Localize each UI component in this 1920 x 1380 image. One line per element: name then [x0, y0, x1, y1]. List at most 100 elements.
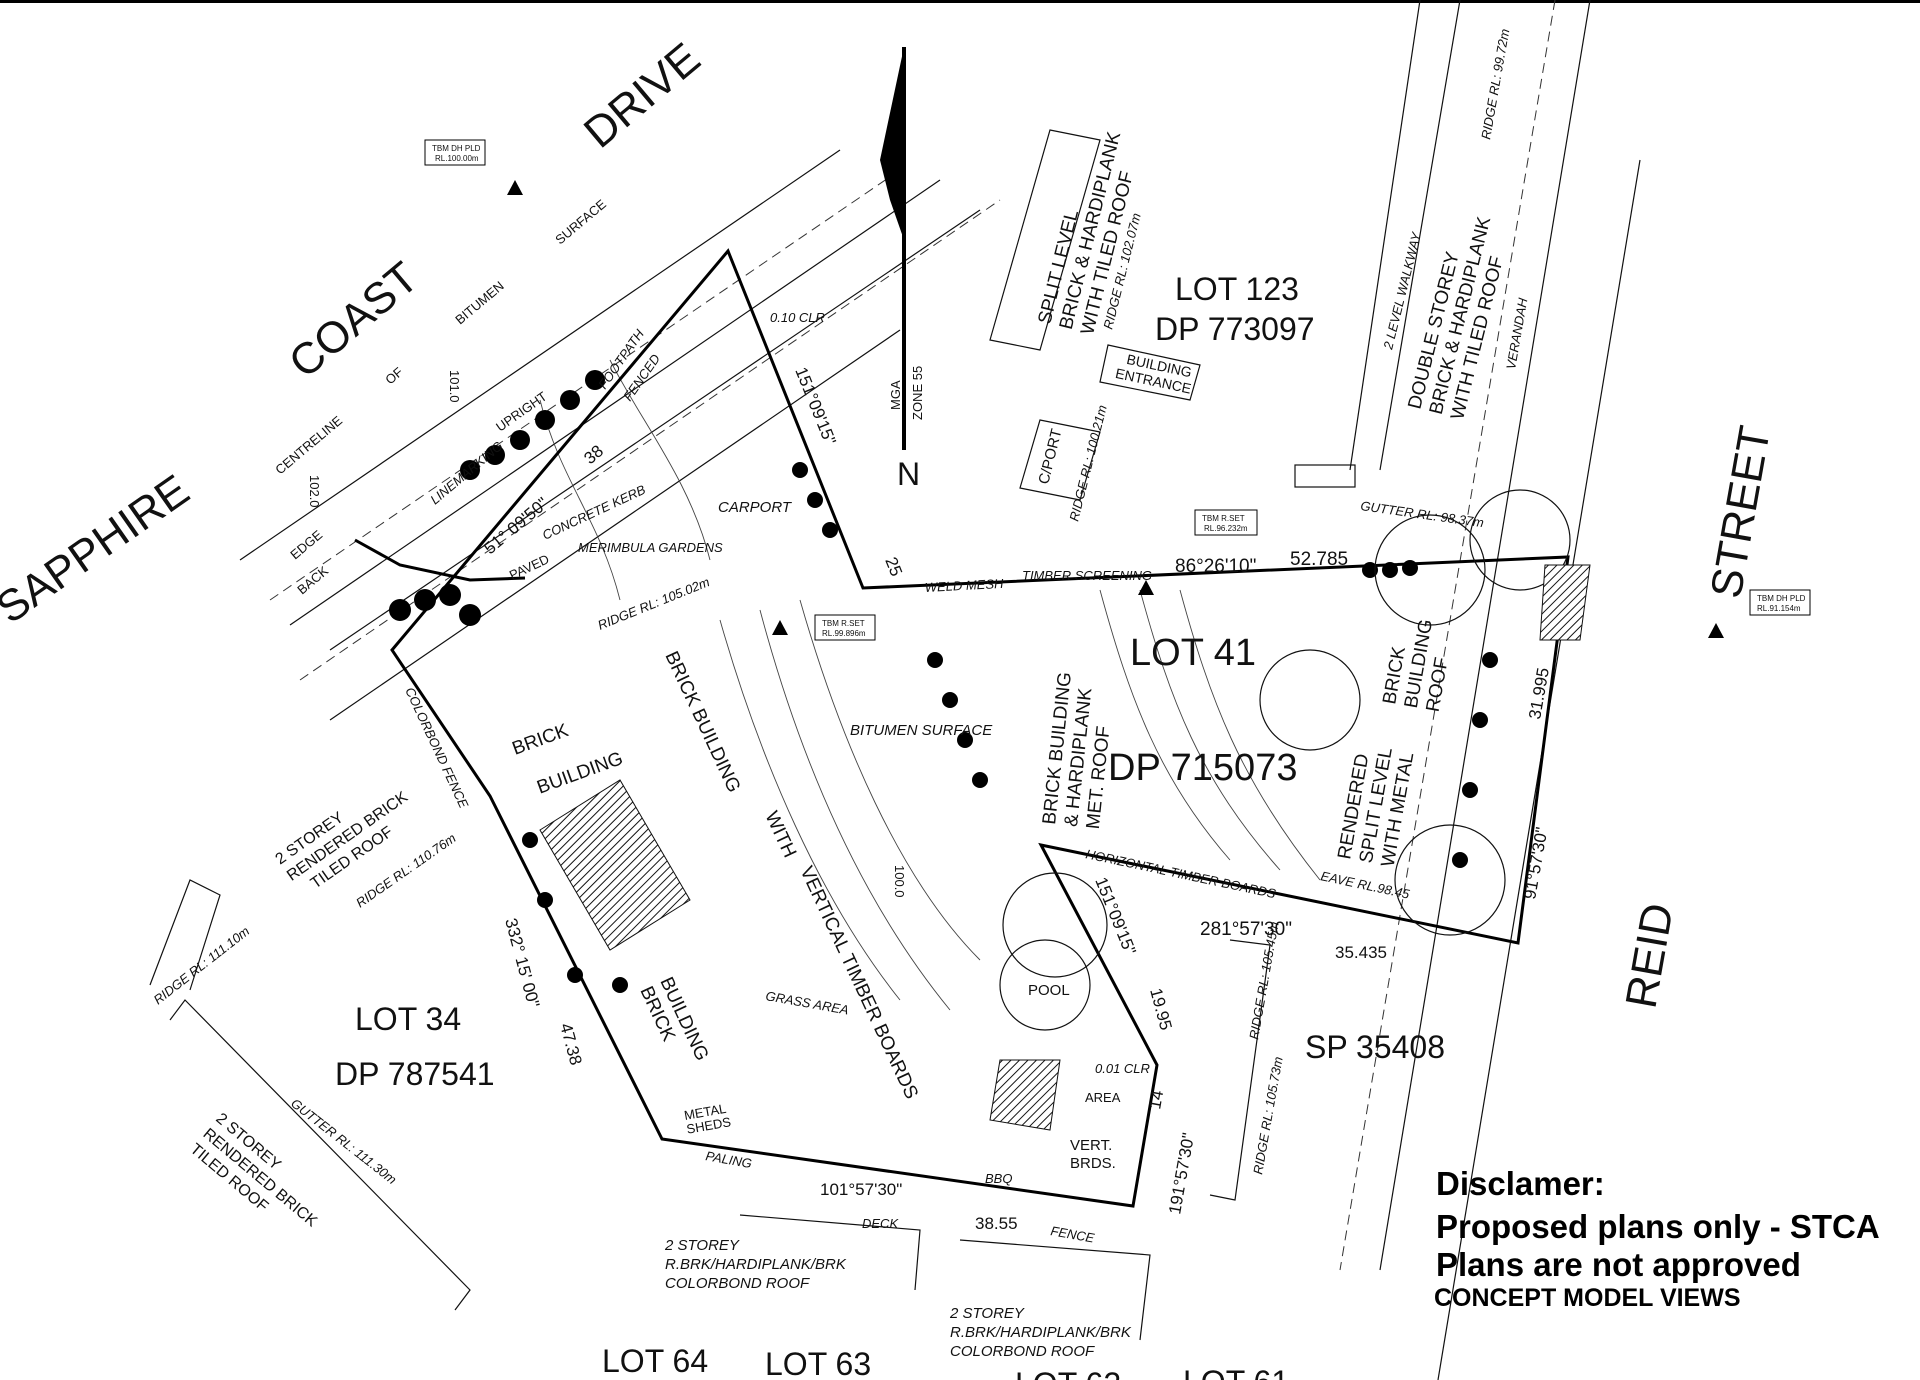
note-clr-001: 0.01 CLR — [1095, 1061, 1150, 1076]
tbm-3-line2: RL.99.896m — [822, 629, 866, 638]
paved-areas — [539, 564, 1591, 1131]
distance-north-boundary: 52.785 — [1290, 549, 1348, 570]
lot-61: LOT 61 — [1183, 1364, 1289, 1380]
mga-label: MGA — [888, 380, 903, 410]
sp-35408: SP 35408 — [1305, 1029, 1445, 1065]
note-contour-102: 102.0 — [307, 475, 322, 508]
note-grass-area: GRASS AREA — [764, 988, 849, 1017]
rbrka-line1: 2 STOREY — [664, 1237, 740, 1254]
note-contour-100: 100.0 — [892, 865, 907, 898]
note-two-level-walkway: 2 LEVEL WALKWAY — [1380, 230, 1424, 352]
disclaimer-line3: CONCEPT MODEL VIEWS — [1434, 1284, 1741, 1312]
road-coast: COAST — [280, 253, 428, 388]
note-ridge-100: RIDGE RL: 100.21m — [1066, 403, 1109, 522]
note-back: BACK — [294, 563, 331, 597]
lot-123: LOT 123 — [1175, 271, 1299, 307]
note-eave-rl: EAVE RL.98.45 — [1319, 868, 1411, 902]
rendered-split-label: RENDERED SPLIT LEVEL WITH METAL — [1334, 746, 1418, 869]
dp-787541: DP 787541 — [335, 1056, 495, 1092]
bearing-north-boundary: 86°26'10" — [1175, 556, 1256, 577]
brick-building-low-label: BRICK BUILDING — [635, 974, 712, 1064]
lot-34: LOT 34 — [355, 1001, 461, 1037]
bbl-line1: BRICK — [510, 720, 572, 760]
bearing-west: 332° 15' 00" — [501, 916, 543, 1010]
dp-773097: DP 773097 — [1155, 311, 1315, 347]
pool-label: POOL — [1028, 982, 1070, 999]
distance-south-lot41: 35.435 — [1335, 943, 1387, 962]
top-frame-line — [0, 0, 1920, 3]
zone-label: ZONE 55 — [910, 366, 925, 420]
note-concrete-kerb: CONCRETE KERB — [540, 482, 648, 543]
tbm-1-line1: TBM DH PLD — [432, 144, 481, 153]
bwv-line2: WITH — [760, 808, 800, 861]
note-timber-screening: TIMBER SCREENING — [1022, 568, 1152, 583]
bwv-line1: BRICK BUILDING — [660, 648, 744, 796]
bwv-line3: VERTICAL TIMBER BOARDS — [795, 863, 921, 1102]
note-merimbula-gardens: MERIMBULA GARDENS — [578, 540, 723, 555]
tbm-4-line1: TBM DH PLD — [1757, 594, 1806, 603]
note-colorbond-fence: COLORBOND FENCE — [402, 685, 471, 811]
distance-west: 47.38 — [556, 1021, 585, 1067]
two-storey-rendered-b-label: 2 STOREY RENDERED BRICK TILED ROOF — [187, 1110, 321, 1231]
road-street: STREET — [1702, 422, 1780, 601]
brick-hardiplank-label: BRICK BUILDING & HARDIPLANK MET. ROOF — [1039, 671, 1114, 830]
road-drive: DRIVE — [575, 34, 710, 158]
disclaimer-block: Disclamer: Proposed plans only - STCA Pl… — [1434, 1165, 1880, 1312]
two-storey-rbrk-a-label: 2 STOREY R.BRK/HARDIPLANK/BRK COLORBOND … — [664, 1237, 847, 1292]
tbm-3-line1: TBM R.SET — [822, 619, 865, 628]
lot-62: LOT 62 — [1015, 1366, 1121, 1380]
bearing-rear: 101°57'30" — [820, 1180, 902, 1199]
building-entrance-label: BUILDING ENTRANCE — [1114, 351, 1193, 397]
tbm-marker-4: TBM DH PLD RL.91.154m — [1708, 589, 1811, 638]
distance-front: 38 — [580, 441, 607, 468]
vert-brds-line1: VERT. — [1070, 1137, 1112, 1154]
road-reid: REID — [1617, 900, 1684, 1012]
hedge-trees — [389, 370, 1498, 993]
two-storey-rbrk-b-label: 2 STOREY R.BRK/HARDIPLANK/BRK COLORBOND … — [949, 1305, 1132, 1360]
lot-41: LOT 41 — [1130, 632, 1256, 674]
brick-building-roof-label: BRICK BUILDING ROOF — [1379, 618, 1453, 714]
note-deck: DECK — [862, 1216, 899, 1231]
rbrka-line3: COLORBOND ROOF — [665, 1275, 810, 1292]
note-gutter-111: GUTTER RL: 111.30m — [288, 1096, 399, 1188]
tbm-1-line2: RL.100.00m — [435, 154, 479, 163]
rbrkb-line3: COLORBOND ROOF — [950, 1343, 1095, 1360]
distance-east-short: 14 — [1145, 1089, 1167, 1111]
note-bitumen: BITUMEN — [452, 278, 506, 327]
tbm-4-line2: RL.91.154m — [1757, 604, 1801, 613]
cport-label: C/PORT — [1035, 427, 1065, 486]
vert-brds-line2: BRDS. — [1070, 1155, 1116, 1172]
note-centreline: CENTRELINE — [272, 413, 345, 478]
road-sapphire: SAPPHIRE — [0, 465, 198, 633]
note-surface: SURFACE — [552, 196, 609, 247]
north-arrow: N MGA ZONE 55 — [880, 47, 925, 492]
lot-64: LOT 64 — [602, 1343, 708, 1379]
bearing-south-lot41: 281°57'30" — [1200, 919, 1292, 940]
note-carport: CARPORT — [718, 499, 793, 516]
note-clr-010: 0.10 CLR — [770, 310, 825, 325]
distance-rear: 38.55 — [975, 1214, 1018, 1233]
note-weld-mesh: WELD MESH — [924, 576, 1004, 595]
area-label: AREA — [1085, 1090, 1121, 1105]
note-bitumen-surface: BITUMEN SURFACE — [850, 722, 993, 739]
note-edge: EDGE — [287, 527, 325, 562]
dp-715073: DP 715073 — [1108, 747, 1297, 789]
note-verandah: VERANDAH — [1503, 296, 1530, 370]
tbm-2-line2: RL.96.232m — [1204, 524, 1248, 533]
note-bbq: BBQ — [985, 1171, 1012, 1186]
metal-sheds-label: METAL SHEDS — [683, 1101, 732, 1137]
note-fence: FENCE — [1049, 1223, 1095, 1245]
distance-pool-boundary: 19.95 — [1146, 986, 1175, 1032]
note-contour-101: 101.0 — [447, 370, 462, 403]
note-of: OF — [382, 364, 406, 387]
disclaimer-title: Disclamer: — [1436, 1165, 1605, 1202]
note-ridge-9972: RIDGE RL: 99.72m — [1478, 27, 1512, 140]
note-ridge-10573: RIDGE RL: 105.73m — [1250, 1055, 1286, 1175]
neighbour-building-outlines — [149, 129, 1356, 1341]
tbm-2-line1: TBM R.SET — [1202, 514, 1245, 523]
disclaimer-line1: Proposed plans only - STCA — [1436, 1208, 1880, 1245]
tbm-marker-1: TBM DH PLD RL.100.00m — [424, 139, 523, 195]
lot-63: LOT 63 — [765, 1346, 871, 1380]
tbm-marker-2: TBM R.SET RL.96.232m — [1138, 509, 1258, 595]
